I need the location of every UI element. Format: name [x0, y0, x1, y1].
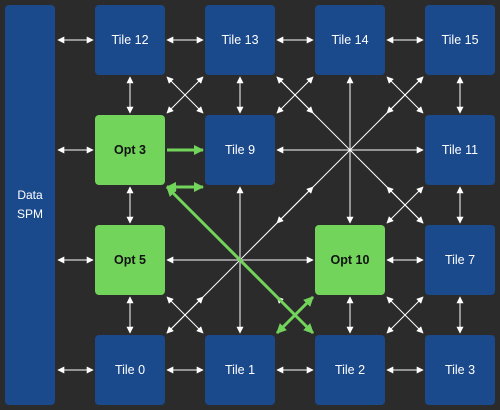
data-spm: Data SPM: [5, 5, 55, 405]
tile-12: Tile 12: [95, 5, 165, 75]
tile-3: Tile 3: [425, 335, 495, 405]
tile-9: Tile 9: [205, 115, 275, 185]
tile-13: Tile 13: [205, 5, 275, 75]
opt-3: Opt 3: [95, 115, 165, 185]
data-spm-label-line2: SPM: [16, 207, 43, 221]
opt-diag-link-arrow: [275, 295, 315, 335]
tile-14: Tile 14: [315, 5, 385, 75]
tile-1: Tile 1: [205, 335, 275, 405]
diag-link-arrow: [386, 296, 424, 334]
tile-7: Tile 7: [425, 225, 495, 295]
data-spm-label-line1: Data: [17, 188, 43, 202]
tile-15: Tile 15: [425, 5, 495, 75]
opt-5: Opt 5: [95, 225, 165, 295]
diag-link-arrow: [166, 76, 204, 114]
tile-2: Tile 2: [315, 335, 385, 405]
tile-0: Tile 0: [95, 335, 165, 405]
tile-11: Tile 11: [425, 115, 495, 185]
opt-10: Opt 10: [315, 225, 385, 295]
